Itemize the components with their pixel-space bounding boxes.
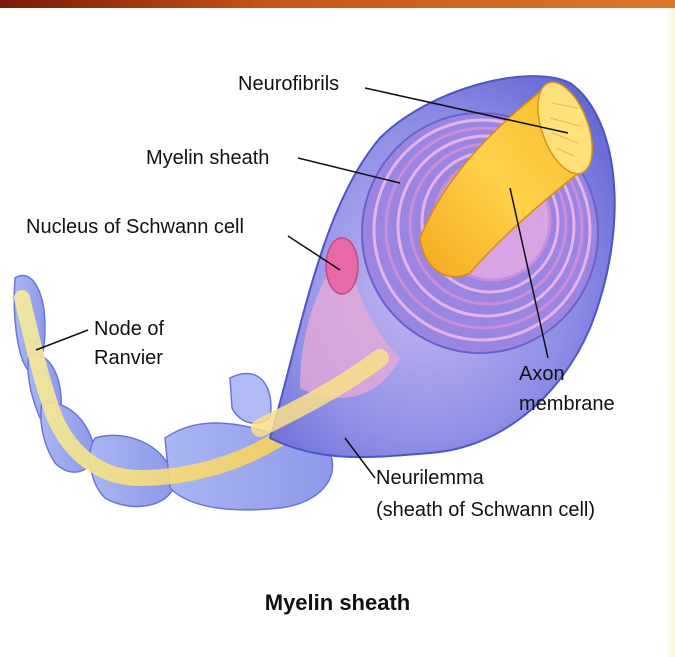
- label-axon-membrane-line1: Axon: [519, 362, 565, 386]
- label-myelin-sheath: Myelin sheath: [146, 146, 269, 170]
- label-node-of-ranvier-line1: Node of: [94, 317, 164, 341]
- label-axon-membrane-line2: membrane: [519, 392, 615, 416]
- diagram-caption: Myelin sheath: [0, 590, 675, 616]
- label-neurofibrils: Neurofibrils: [238, 72, 339, 96]
- label-nucleus-of-schwann-cell: Nucleus of Schwann cell: [26, 215, 244, 239]
- label-neurilemma-line2: (sheath of Schwann cell): [376, 498, 595, 522]
- top-accent-bar: [0, 0, 675, 8]
- schwann-nucleus: [326, 238, 358, 294]
- label-node-of-ranvier-line2: Ranvier: [94, 346, 163, 370]
- label-neurilemma-line1: Neurilemma: [376, 466, 484, 490]
